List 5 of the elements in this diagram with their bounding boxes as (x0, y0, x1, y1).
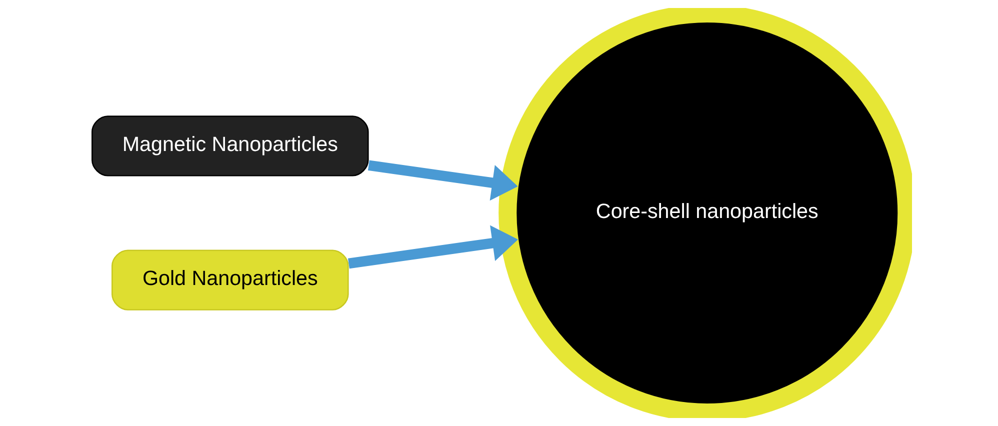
arrow (347, 225, 518, 269)
node-box: Magnetic Nanoparticles (91, 116, 368, 176)
node-circle: Core-shell nanoparticles (498, 8, 912, 418)
node-box: Gold Nanoparticles (111, 250, 348, 310)
arrow (367, 160, 518, 201)
